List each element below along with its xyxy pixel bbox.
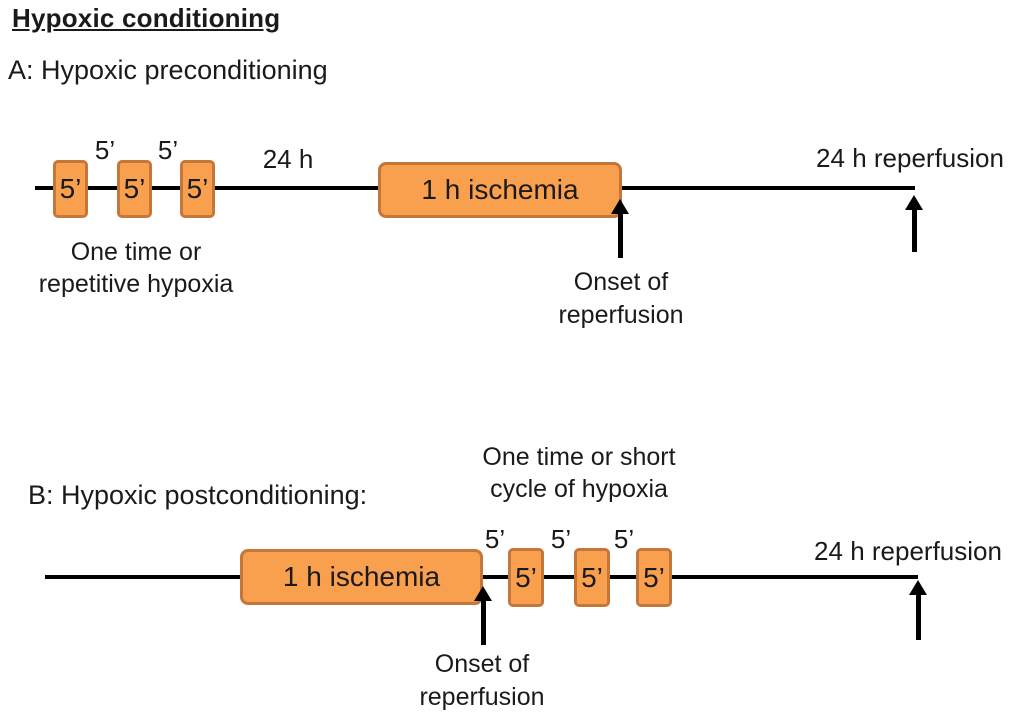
panel-a-interval-label: 24 h xyxy=(262,144,314,174)
panel-b-onset-arrow-icon xyxy=(474,586,492,645)
panel-b-note: One time or short cycle of hypoxia xyxy=(459,441,699,505)
panel-b-reperfusion-label: 24 h reperfusion xyxy=(814,536,1002,566)
onset-line-1: Onset of xyxy=(434,650,530,678)
arrow-head xyxy=(905,195,923,210)
arrow-shaft xyxy=(617,214,623,258)
page-title: Hypoxic conditioning xyxy=(12,3,281,33)
arrow-shaft xyxy=(480,601,486,645)
panel-b-hypoxia-box-1: 5’ xyxy=(508,548,544,607)
panel-a-hypoxia-box-1: 5’ xyxy=(53,160,88,218)
box-label: 5’ xyxy=(123,173,146,204)
note-line-2: cycle of hypoxia xyxy=(490,475,668,503)
note-line-1: One time or short xyxy=(482,443,676,471)
onset-line-2: reperfusion xyxy=(419,683,545,711)
ischemia-label: 1 h ischemia xyxy=(282,561,441,592)
panel-a-note: One time or repetitive hypoxia xyxy=(25,236,247,300)
arrow-shaft xyxy=(915,595,921,640)
box-label: 5’ xyxy=(515,561,537,593)
note-line-1: One time or xyxy=(70,238,202,266)
panel-b-hypoxia-box-2: 5’ xyxy=(574,548,610,607)
panel-a-ischemia-box: 1 h ischemia xyxy=(378,162,622,218)
note-line-2: repetitive hypoxia xyxy=(38,270,234,298)
panel-b-gap-label-3: 5’ xyxy=(613,524,635,554)
onset-line-1: Onset of xyxy=(573,268,669,296)
panel-b-ischemia-box: 1 h ischemia xyxy=(240,549,483,605)
panel-a-onset-arrow-icon xyxy=(611,199,629,258)
panel-b-gap-label-2: 5’ xyxy=(550,524,572,554)
box-label: 5’ xyxy=(581,561,603,593)
panel-a-onset-label: Onset of reperfusion xyxy=(531,266,711,332)
arrow-head xyxy=(611,199,629,214)
onset-line-2: reperfusion xyxy=(558,301,684,329)
panel-a-reperfusion-label: 24 h reperfusion xyxy=(816,143,1004,173)
arrow-shaft xyxy=(911,210,917,252)
panel-a-hypoxia-box-3: 5’ xyxy=(180,160,215,218)
panel-b-gap-label-1: 5’ xyxy=(484,524,506,554)
panel-a-gap-label-1: 5’ xyxy=(94,135,116,165)
box-label: 5’ xyxy=(186,173,209,204)
panel-a-hypoxia-box-2: 5’ xyxy=(117,160,152,218)
panel-a-reperfusion-arrow-icon xyxy=(905,195,923,252)
panel-b-heading: B: Hypoxic postconditioning: xyxy=(28,480,368,510)
panel-b-onset-label: Onset of reperfusion xyxy=(392,648,572,714)
panel-b-hypoxia-box-3: 5’ xyxy=(636,548,672,607)
arrow-head xyxy=(474,586,492,601)
box-label: 5’ xyxy=(643,561,665,593)
arrow-head xyxy=(909,580,927,595)
box-label: 5’ xyxy=(59,173,82,204)
panel-a-gap-label-2: 5’ xyxy=(157,135,179,165)
ischemia-label: 1 h ischemia xyxy=(421,174,579,205)
panel-a-heading: A: Hypoxic preconditioning xyxy=(8,55,328,85)
panel-b-reperfusion-arrow-icon xyxy=(909,580,927,640)
